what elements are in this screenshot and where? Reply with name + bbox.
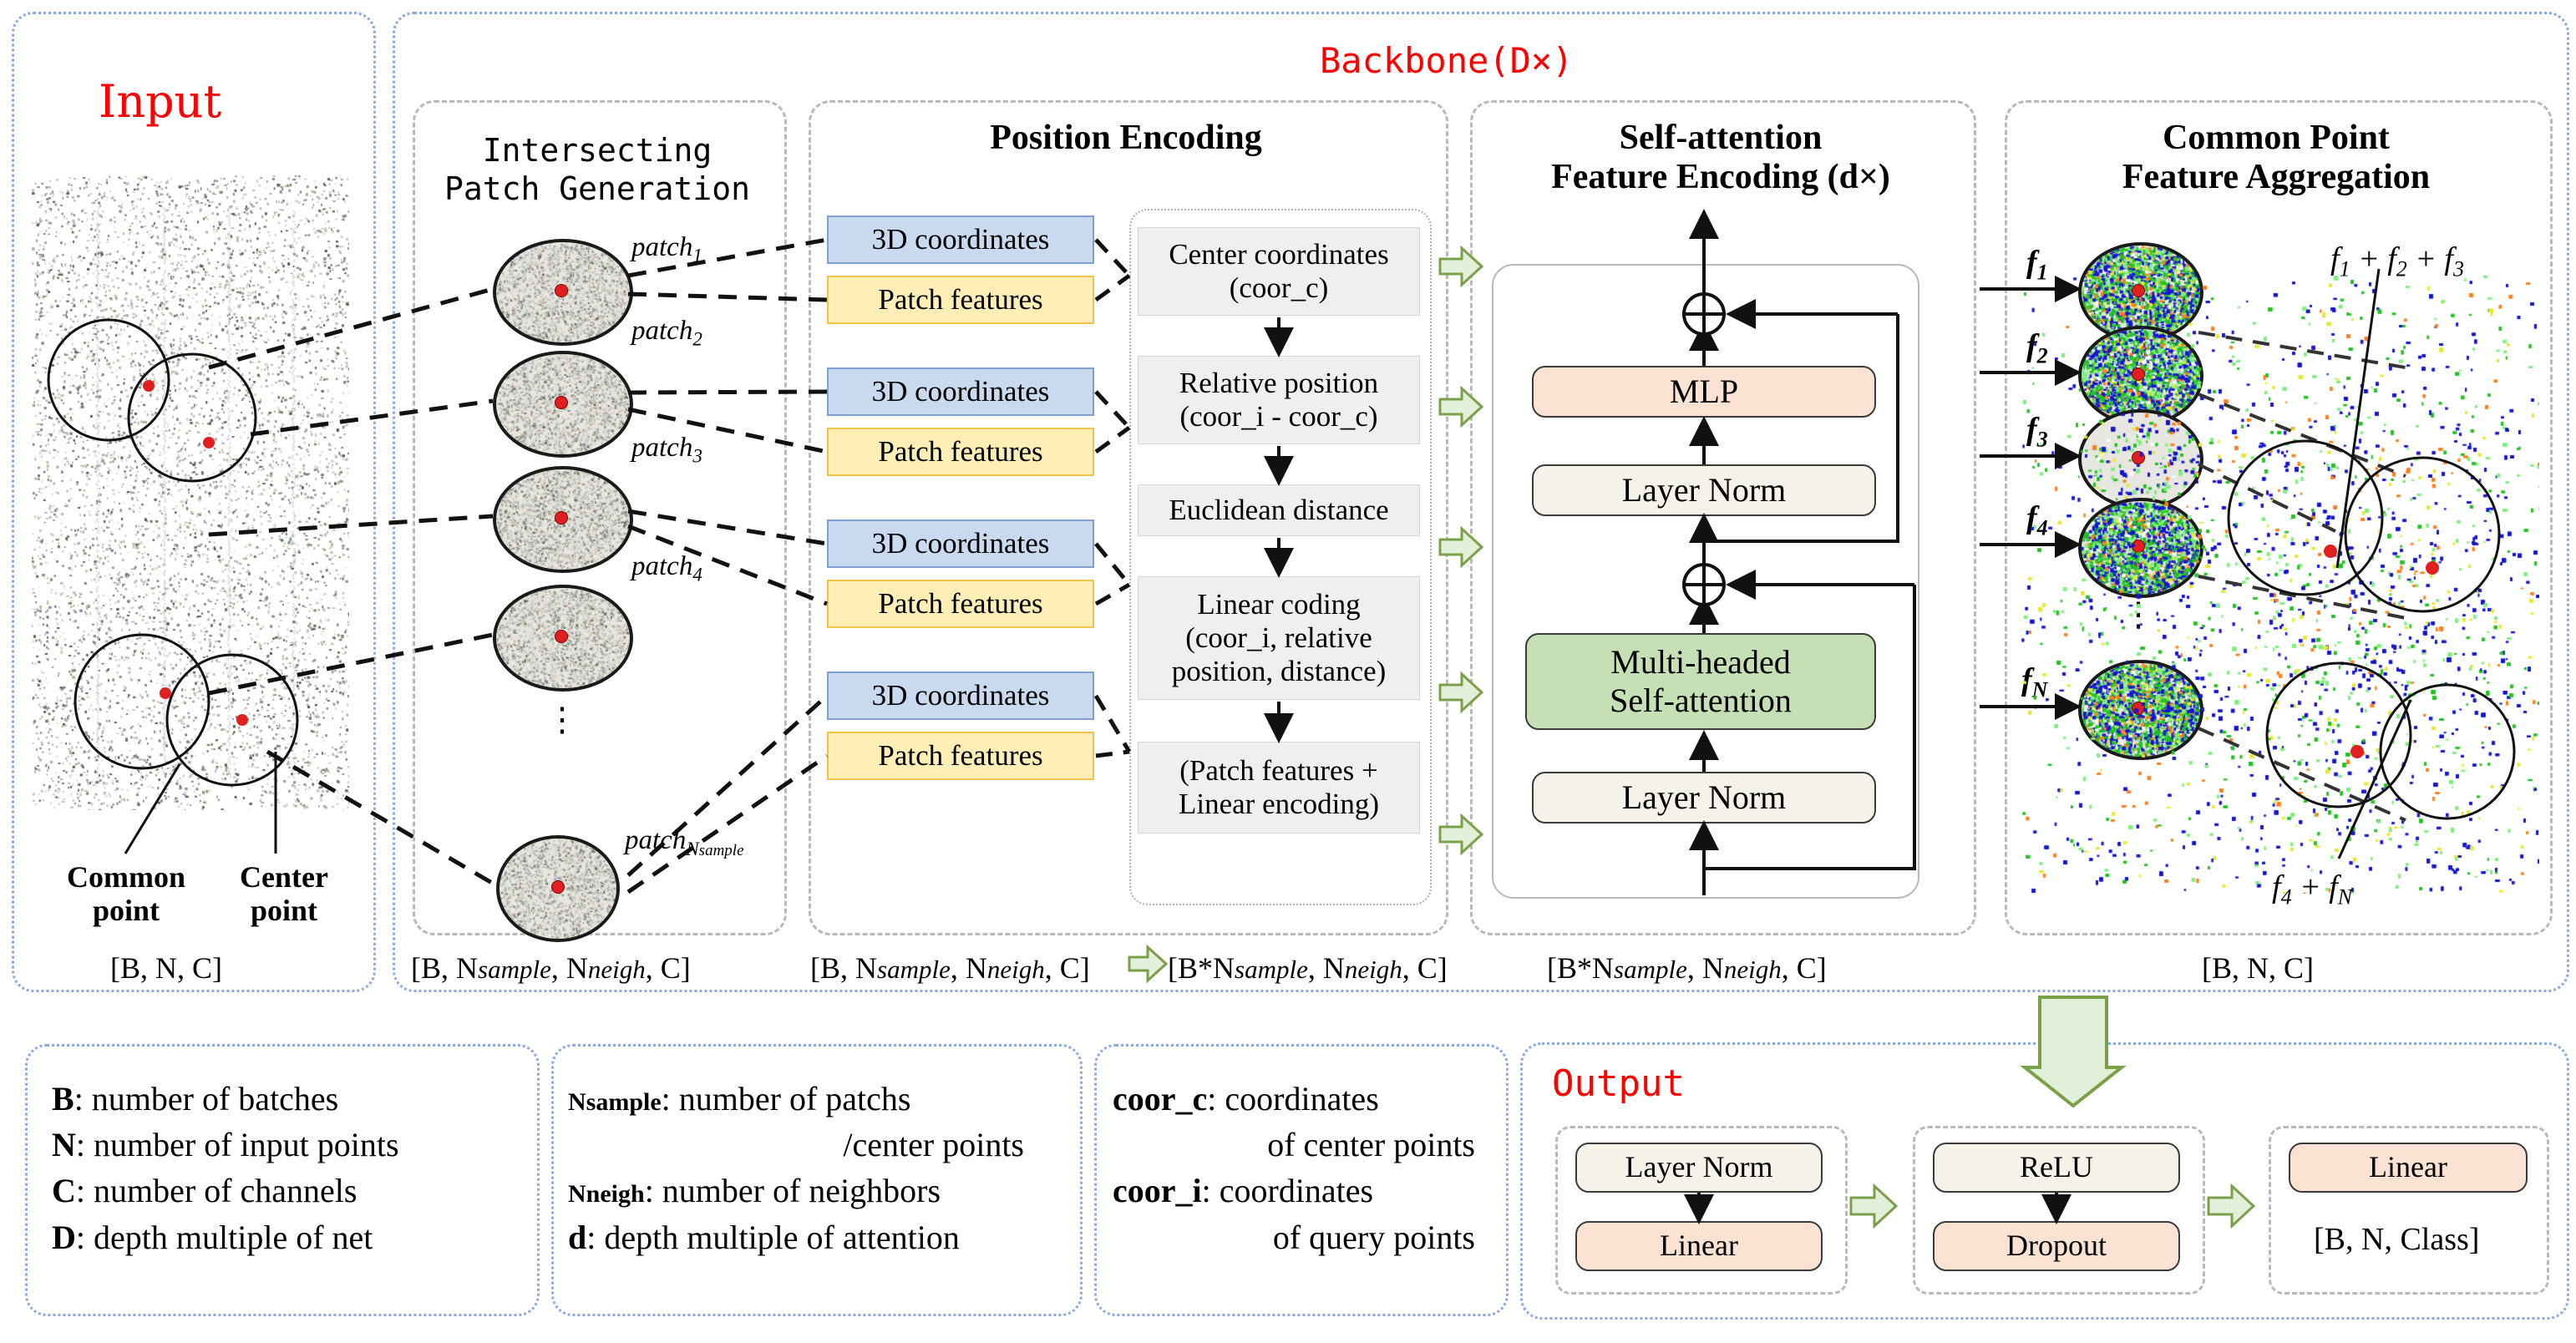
input-point-cloud <box>32 175 349 810</box>
output-title: Output <box>1552 1062 1685 1105</box>
sum-label-f1f2f3: f1 + f2 + f3 <box>2330 241 2464 281</box>
aggregated-point-cloud <box>2021 276 2539 894</box>
input-title: Input <box>99 75 222 128</box>
input-shape-label: [B, N, C] <box>110 951 222 985</box>
self-attention-shape-label: [B*Nsample, Nneigh, C] <box>1547 951 1827 985</box>
output-relu-block: ReLU <box>1933 1143 2180 1193</box>
aggregation-shape-label: [B, N, C] <box>2202 951 2314 985</box>
layer-norm-block-lower: Layer Norm <box>1532 772 1876 824</box>
legend-list-2: Nsample: number of patchs /center points… <box>568 1080 1024 1256</box>
pipeline-relative-position: Relative position(coor_i - coor_c) <box>1138 356 1420 444</box>
features-box-3: Patch features <box>827 580 1094 628</box>
position-encoding-shape-out: [B*Nsample, Nneigh, C] <box>1168 951 1448 985</box>
layer-norm-block-upper: Layer Norm <box>1532 464 1876 516</box>
features-box-4: Patch features <box>827 732 1094 780</box>
output-final-linear-block: Linear <box>2289 1143 2528 1193</box>
mlp-block: MLP <box>1532 366 1876 418</box>
patch-center-dot <box>555 284 568 297</box>
patch-label-4: patch4 <box>631 551 702 585</box>
patch-label-3: patch3 <box>631 433 702 467</box>
patch-ellipsis: ⋮ <box>545 701 579 738</box>
patch-center-dot <box>555 396 568 409</box>
output-shape-label: [B, N, Class] <box>2314 1222 2480 1257</box>
output-linear-block: Linear <box>1575 1221 1823 1271</box>
legend-box-definitions-3 <box>1094 1044 1509 1316</box>
position-encoding-shape-in: [B, Nsample, Nneigh, C] <box>810 951 1090 985</box>
pipeline-patch-plus-linear: (Patch features +Linear encoding) <box>1138 742 1420 834</box>
patch-label-1: patch1 <box>631 232 702 266</box>
features-box-2: Patch features <box>827 428 1094 476</box>
patch-generation-shape-label: [B, Nsample, Nneigh, C] <box>411 951 691 985</box>
legend-list-1: B: number of batches N: number of input … <box>52 1080 399 1256</box>
coords-box-2: 3D coordinates <box>827 367 1094 416</box>
coords-box-1: 3D coordinates <box>827 215 1094 264</box>
legend-list-3: coor_c: coordinates of center points coo… <box>1113 1080 1475 1256</box>
legend-box-definitions-1 <box>25 1044 540 1316</box>
patch-label-n: patchNsample <box>625 825 744 859</box>
coords-box-4: 3D coordinates <box>827 672 1094 720</box>
output-layer-norm-block: Layer Norm <box>1575 1143 1823 1193</box>
patch-center-dot <box>555 511 568 525</box>
coords-box-3: 3D coordinates <box>827 519 1094 568</box>
pipeline-euclidean-distance: Euclidean distance <box>1138 484 1420 536</box>
patch-center-dot <box>551 880 565 894</box>
patch-label-2: patch2 <box>631 316 702 350</box>
legend-box-definitions-2 <box>551 1044 1083 1316</box>
backbone-title: Backbone(D×) <box>1320 40 1574 81</box>
sum-label-f4fn: f4 + fN <box>2272 869 2353 910</box>
pipeline-center-coordinates: Center coordinates(coor_c) <box>1138 227 1420 316</box>
output-dropout-block: Dropout <box>1933 1221 2180 1271</box>
patch-center-dot <box>555 630 568 643</box>
features-box-1: Patch features <box>827 276 1094 324</box>
position-encoding-title: Position Encoding <box>990 119 1262 157</box>
